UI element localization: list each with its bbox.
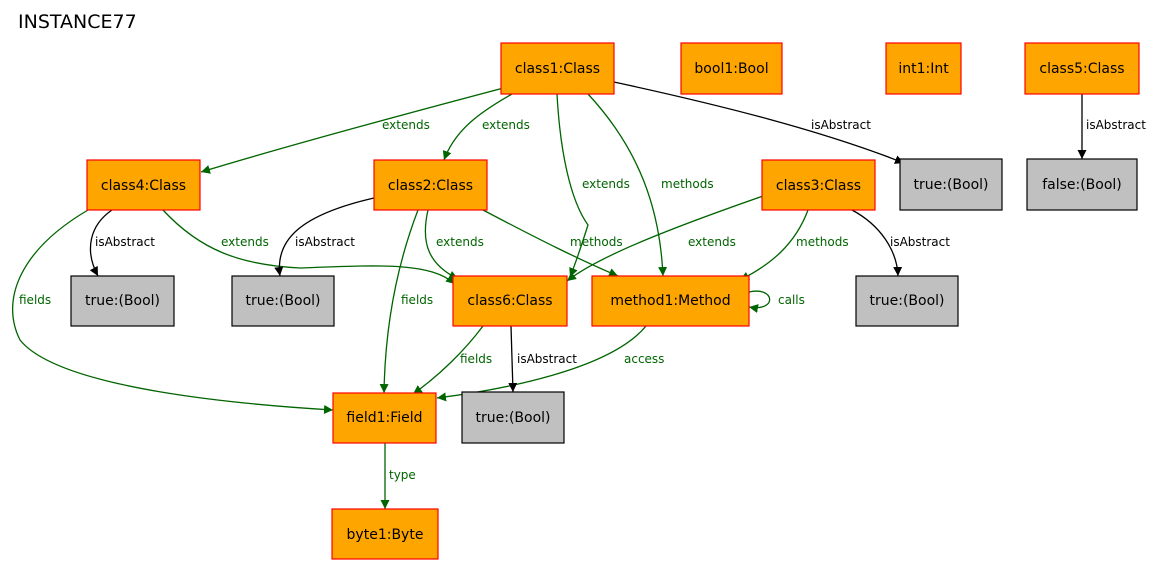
node-label: class6:Class <box>467 293 552 309</box>
node-label: class4:Class <box>101 178 186 194</box>
edge-label-extends: extends <box>436 235 484 249</box>
edge-class6-fields-field1: fields <box>412 325 492 395</box>
edge-label-calls: calls <box>778 293 805 307</box>
edge-label-extends: extends <box>582 177 630 191</box>
node-true-class1[interactable]: true:(Bool) <box>899 158 1003 211</box>
edge-class3-extends-class6: extends <box>566 195 764 282</box>
edge-class3-methods-method1: methods <box>739 209 849 281</box>
edge-label-fields: fields <box>401 293 433 307</box>
node-label: method1:Method <box>610 293 730 309</box>
node-method1[interactable]: method1:Method <box>591 275 750 327</box>
node-true-class4[interactable]: true:(Bool) <box>70 275 175 327</box>
edge-label-extends: extends <box>221 235 269 249</box>
node-label: true:(Bool) <box>246 293 321 309</box>
node-byte1[interactable]: byte1:Byte <box>331 508 439 560</box>
diagram-title: INSTANCE77 <box>18 11 137 33</box>
edge-label-isabstract: isAbstract <box>1086 118 1146 132</box>
edge-method1-calls-method1: calls <box>748 290 805 313</box>
node-class6[interactable]: class6:Class <box>452 275 568 327</box>
edge-label-extends: extends <box>482 118 530 132</box>
node-label: class5:Class <box>1039 61 1124 77</box>
node-label: class1:Class <box>515 61 600 77</box>
node-true-class2[interactable]: true:(Bool) <box>231 275 335 327</box>
edge-class3-isabstract-true: isAbstract <box>851 209 950 277</box>
node-true-class3[interactable]: true:(Bool) <box>855 275 959 327</box>
edge-class1-isabstract-true: isAbstract <box>613 81 905 164</box>
node-label: bool1:Bool <box>694 61 768 77</box>
edge-label-isabstract: isAbstract <box>890 235 950 249</box>
edge-label-fields: fields <box>460 352 492 366</box>
edge-label-isabstract: isAbstract <box>517 352 577 366</box>
node-class1[interactable]: class1:Class <box>500 42 615 95</box>
edge-label-methods: methods <box>570 235 623 249</box>
edge-class4-extends-class6: extends <box>162 209 456 285</box>
edge-label-methods: methods <box>796 235 849 249</box>
edge-class2-isabstract-true: isAbstract <box>274 197 375 277</box>
node-true-class6[interactable]: true:(Bool) <box>461 391 565 444</box>
edge-class1-extends-class6: extends <box>556 93 630 278</box>
edge-label-extends: extends <box>382 118 430 132</box>
node-label: true:(Bool) <box>870 293 945 309</box>
edge-label-fields: fields <box>19 293 51 307</box>
edge-label-methods: methods <box>661 177 714 191</box>
edge-class2-fields-field1: fields <box>379 209 433 394</box>
node-false-class5[interactable]: false:(Bool) <box>1026 158 1138 211</box>
node-label: byte1:Byte <box>347 527 424 543</box>
node-label: class3:Class <box>776 178 861 194</box>
node-label: false:(Bool) <box>1042 177 1122 193</box>
node-label: true:(Bool) <box>476 410 551 426</box>
edge-label-isabstract: isAbstract <box>811 118 871 132</box>
node-class5[interactable]: class5:Class <box>1024 42 1140 95</box>
node-class4[interactable]: class4:Class <box>86 159 201 211</box>
node-label: int1:Int <box>898 61 949 77</box>
edge-label-type: type <box>389 468 416 482</box>
edge-label-isabstract: isAbstract <box>95 235 155 249</box>
node-label: true:(Bool) <box>85 293 160 309</box>
edge-class4-fields-field1: fields <box>12 209 334 414</box>
edge-class1-extends-class2: extends <box>442 93 530 161</box>
node-label: class2:Class <box>388 178 473 194</box>
edge-class1-extends-class4: extends <box>200 85 512 174</box>
node-int1[interactable]: int1:Int <box>885 42 962 95</box>
edge-label-isabstract: isAbstract <box>295 235 355 249</box>
node-label: true:(Bool) <box>914 177 989 193</box>
edge-class6-isabstract-true: isAbstract <box>508 325 577 393</box>
edge-class2-methods-method1: methods <box>482 209 623 277</box>
edge-class2-extends-class6: extends <box>424 209 484 280</box>
node-class3[interactable]: class3:Class <box>761 159 876 211</box>
edge-label-extends: extends <box>688 235 736 249</box>
edge-class1-methods-method1: methods <box>587 93 714 277</box>
edge-field1-type-byte1: type <box>380 443 416 509</box>
node-bool1[interactable]: bool1:Bool <box>680 42 783 95</box>
node-label: field1:Field <box>346 410 422 426</box>
edge-label-access: access <box>624 352 664 366</box>
node-class2[interactable]: class2:Class <box>373 159 488 211</box>
edge-class5-isabstract-false: isAbstract <box>1077 94 1146 159</box>
edge-class4-isabstract-true: isAbstract <box>89 209 155 277</box>
node-field1[interactable]: field1:Field <box>332 392 437 444</box>
